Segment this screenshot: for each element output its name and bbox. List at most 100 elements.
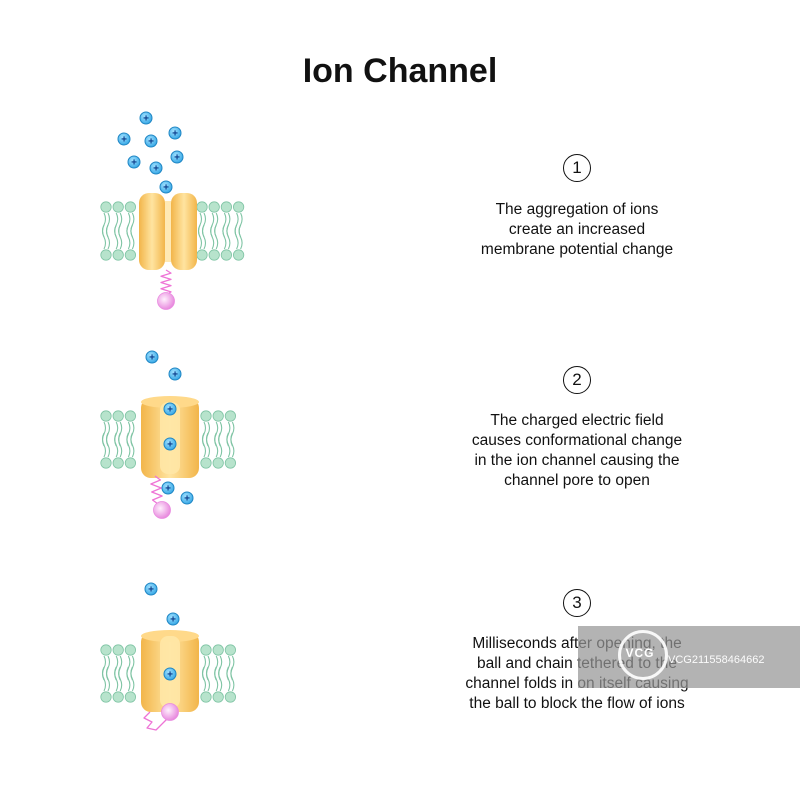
lipid-tail: [201, 432, 207, 458]
ion: +: [117, 132, 131, 146]
step-1-number: 1: [563, 154, 591, 182]
lipid-head: [124, 691, 136, 703]
ion: +: [163, 437, 177, 451]
ion-charge-label: +: [167, 670, 173, 681]
watermark-id: VCG211558464662: [668, 654, 765, 666]
lipid-head: [233, 201, 245, 213]
ion: +: [163, 402, 177, 416]
lipid-head: [220, 201, 232, 213]
lipid-head: [100, 691, 112, 703]
lipid-head: [224, 691, 236, 703]
lipid-head: [224, 644, 236, 656]
ion: +: [145, 350, 159, 364]
channel-subunit-left: [139, 193, 165, 270]
lipid-tail: [130, 432, 135, 458]
lipid-tail: [105, 432, 111, 458]
lipid-head: [100, 249, 112, 261]
lipid-head: [124, 457, 136, 469]
lipid-tail: [230, 432, 235, 458]
lipid-tail: [205, 666, 211, 692]
lipid-head: [112, 691, 124, 703]
lipid-tail: [126, 224, 131, 250]
ion-circle: [144, 134, 158, 148]
ion: +: [144, 134, 158, 148]
ion-charge-label: +: [174, 153, 180, 164]
ion-circle: [168, 126, 182, 140]
lipid-bilayer: [100, 644, 236, 703]
ion: +: [168, 126, 182, 140]
lipid-head: [233, 249, 245, 261]
page-title: Ion Channel: [302, 52, 498, 90]
lipid-head: [212, 410, 224, 422]
lipid-head: [212, 644, 224, 656]
lipid-head: [200, 410, 212, 422]
ion: +: [127, 155, 141, 169]
inactivation-ball: [153, 501, 171, 519]
lipid-head: [212, 457, 224, 469]
ion-charge-label: +: [172, 129, 178, 140]
lipid-tail: [214, 666, 219, 692]
tether-chain: [150, 475, 163, 505]
lipid-head: [208, 249, 220, 261]
lipid-head: [112, 644, 124, 656]
ion-circle: [168, 367, 182, 381]
lipid-tail: [114, 666, 119, 692]
step-2-channel-open: ++++++: [100, 350, 236, 519]
lipid-head: [200, 691, 212, 703]
ion-circle: [117, 132, 131, 146]
ion: +: [166, 612, 180, 626]
ion-circle: [163, 402, 177, 416]
lipid-tail: [197, 224, 203, 250]
lipid-tail: [130, 224, 135, 250]
lipid-tail: [114, 432, 119, 458]
ion-charge-label: +: [163, 183, 169, 194]
step-2-number: 2: [563, 366, 591, 394]
lipid-tail: [210, 224, 215, 250]
ion-circle: [127, 155, 141, 169]
ion-circle: [163, 667, 177, 681]
lipid-tail: [201, 224, 207, 250]
lipid-head: [112, 249, 124, 261]
ion: +: [168, 367, 182, 381]
lipid-head: [212, 691, 224, 703]
lipid-head: [196, 249, 208, 261]
ion-charge-label: +: [153, 164, 159, 175]
step-1-line: membrane potential change: [480, 241, 674, 258]
ion-charge-label: +: [143, 114, 149, 125]
ion-charge-label: +: [170, 615, 176, 626]
watermark-overlay: [578, 626, 800, 688]
ion: +: [149, 161, 163, 175]
ion: +: [144, 582, 158, 596]
step-2-line: in the ion channel causing the: [474, 452, 680, 469]
ion-circle: [144, 582, 158, 596]
step-1-line: create an increased: [508, 221, 646, 238]
channel-subunit-right: [171, 193, 197, 270]
lipid-head: [124, 644, 136, 656]
ion: +: [159, 180, 173, 194]
watermark-brand: VCG: [625, 646, 655, 660]
ion: +: [180, 491, 194, 505]
lipid-head: [112, 410, 124, 422]
lipid-tail: [126, 666, 131, 692]
lipid-head: [100, 201, 112, 213]
lipid-tail: [201, 666, 207, 692]
inactivation-ball: [157, 292, 175, 310]
ion: +: [139, 111, 153, 125]
lipid-tail: [118, 666, 123, 692]
ion: +: [170, 150, 184, 164]
lipid-head: [196, 201, 208, 213]
watermark-logo-icon: [618, 630, 668, 680]
lipid-tail: [230, 666, 235, 692]
tether-chain: [160, 269, 172, 296]
lipid-tail: [226, 432, 231, 458]
ion: +: [163, 667, 177, 681]
ion-charge-label: +: [172, 370, 178, 381]
lipid-head: [112, 457, 124, 469]
ion-circle: [166, 612, 180, 626]
ion-circle: [145, 350, 159, 364]
lipid-tail: [222, 224, 227, 250]
lipid-head: [124, 201, 136, 213]
lipid-tail: [214, 432, 219, 458]
ion-charge-label: +: [149, 353, 155, 364]
lipid-tail: [205, 432, 211, 458]
